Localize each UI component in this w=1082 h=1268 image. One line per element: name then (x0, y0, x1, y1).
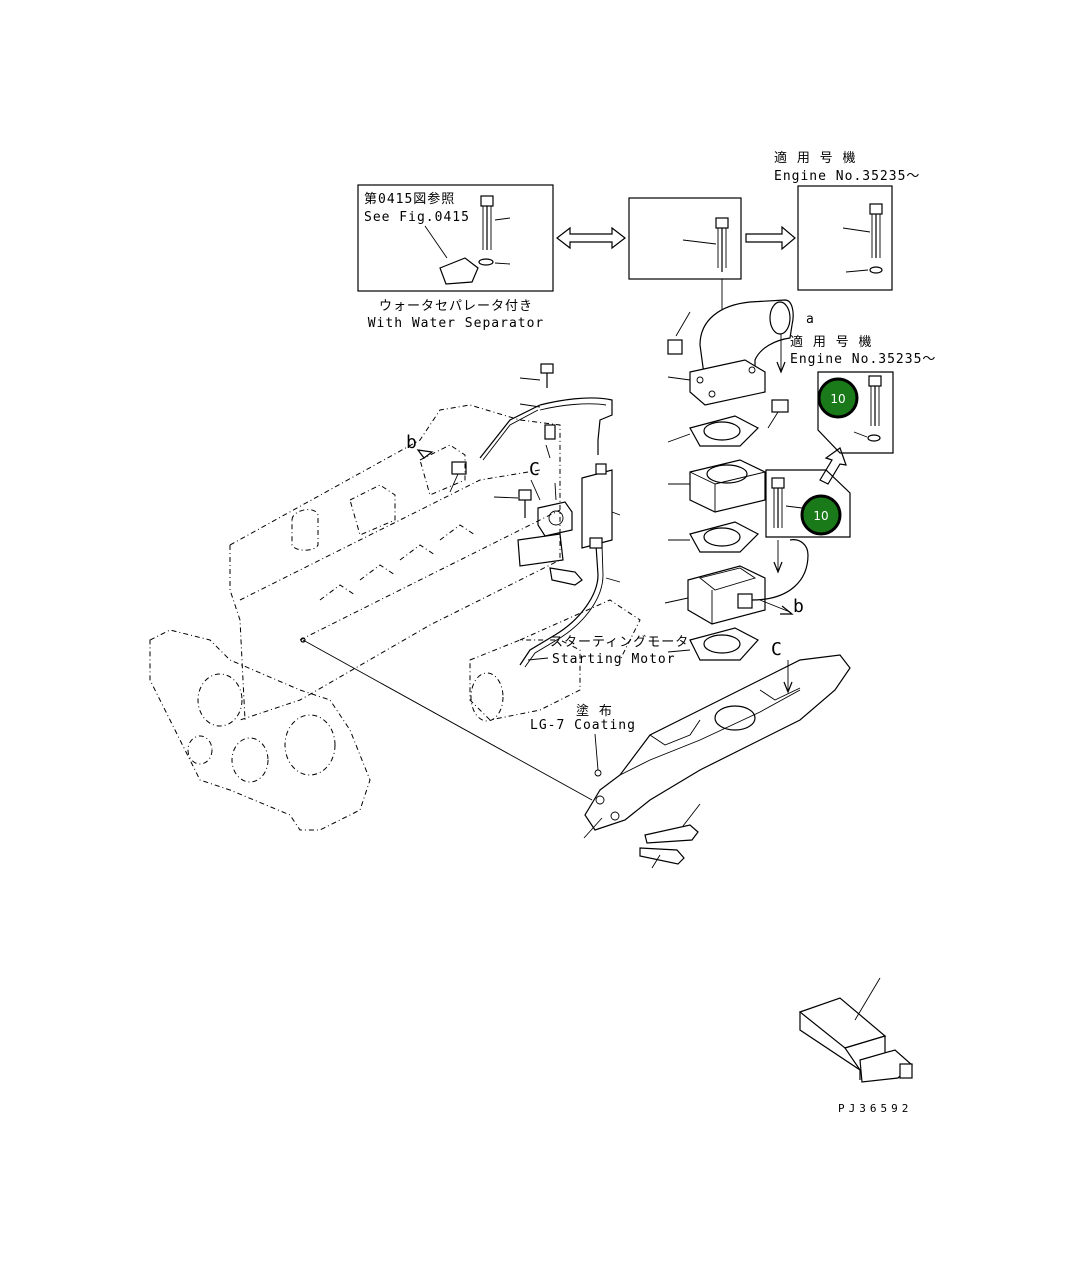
double-arrow-icon (556, 226, 626, 250)
water-separator-jp: ウォータセパレータ付き (379, 299, 533, 314)
letter-c-left: C (529, 459, 541, 480)
svg-text:10: 10 (830, 392, 845, 406)
intake-elbow (667, 299, 794, 429)
applicable-jp-2: 適 用 号 機 (790, 334, 872, 350)
gasket-upper (667, 415, 760, 447)
arrow-up-icon (819, 447, 847, 485)
letter-a: a (806, 312, 815, 327)
engine-no-1: Engine No.35235～ (774, 169, 920, 184)
fuel-pipe-assembly (479, 363, 621, 668)
letter-c-right: C (771, 639, 783, 660)
engine-block-outline (149, 404, 641, 831)
arrow-right-icon (745, 225, 796, 251)
fig-ref-jp: 第0415図参照 (364, 191, 455, 207)
coating-jp: 塗 布 (576, 703, 613, 719)
gasket-lower (667, 627, 759, 661)
inset-box-center-bolt (628, 197, 742, 280)
inset-box-water-separator: 第0415図参照 See Fig.0415 (357, 184, 554, 292)
water-separator-en: With Water Separator (368, 316, 545, 331)
inset-box-new-bolt (797, 185, 893, 291)
letter-b-left: b (406, 432, 418, 453)
inset-upper-bolt (817, 371, 894, 454)
spacer-block (668, 459, 766, 513)
applicable-jp-1: 適 用 号 機 (774, 150, 856, 166)
gasket-middle (668, 521, 760, 553)
coating-en: LG-7 Coating (530, 718, 636, 733)
intake-manifold (583, 654, 851, 869)
figure-id: PJ36592 (838, 1102, 912, 1115)
engine-no-2: Engine No.35235～ (790, 352, 936, 367)
fig-ref-en: See Fig.0415 (364, 210, 470, 225)
letter-b-right: b (793, 596, 805, 617)
badge-lower: 10 (800, 494, 842, 536)
air-heater (664, 539, 809, 625)
inset-lower-bolt (765, 469, 851, 538)
badge-upper: 10 (817, 377, 859, 419)
svg-text:10: 10 (813, 509, 828, 523)
coating-nozzle-tool (798, 977, 913, 1083)
starting-motor-jp: スターティングモータ (550, 635, 689, 650)
starting-motor-en: Starting Motor (552, 652, 676, 667)
